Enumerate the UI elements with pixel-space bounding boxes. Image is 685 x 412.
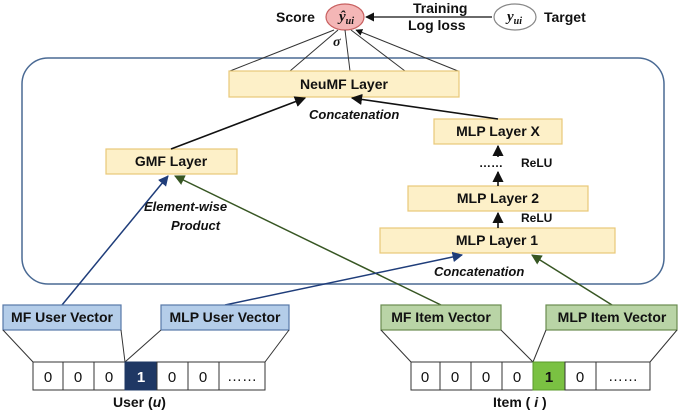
user-cell-4: 0 (168, 369, 176, 386)
user-cell-1: 0 (74, 369, 82, 386)
neumf-to-score-lines (229, 29, 459, 72)
embedding-connectors (2, 329, 678, 363)
item-cell-box-6 (595, 361, 651, 391)
mf-item-vector-label: MF Item Vector (391, 309, 491, 325)
item-cell-6: …… (608, 368, 638, 385)
item-cell-5: 0 (576, 369, 584, 386)
user-cell-5: 0 (199, 369, 207, 386)
target-label: Target (544, 9, 586, 25)
target-symbol: yui (505, 9, 522, 27)
mlpx-to-neumf-arrow (350, 93, 499, 120)
item-input-label: Item ( i ) (493, 394, 547, 410)
gmf-to-neumf-arrow (170, 96, 307, 150)
sigma-label: σ (333, 35, 341, 50)
item-cell-box-4 (532, 361, 566, 391)
user-cell-box-2 (93, 361, 126, 391)
mf-user-vector-box (2, 304, 122, 331)
item-cell-box-0 (410, 361, 441, 391)
user-input-row: 0 0 0 1 0 0 …… (32, 361, 266, 391)
relu-top-label: ReLU (521, 156, 552, 170)
neumf-layer-box (228, 70, 460, 98)
item-cell-1: 0 (451, 369, 459, 386)
user-cell-3: 1 (137, 369, 145, 386)
mlp-layer-2-box (407, 185, 589, 212)
mlp-item-vector-label: MLP Item Vector (558, 309, 667, 325)
user-cell-box-5 (187, 361, 220, 391)
relu-bottom-label: ReLU (521, 211, 552, 225)
user-cell-2: 0 (105, 369, 113, 386)
elementwise-label: Element-wise (144, 199, 227, 214)
target-node (493, 3, 537, 31)
score-symbol: ŷui (337, 9, 354, 27)
mlp-user-to-mlp1-arrow (224, 251, 464, 306)
logloss-label: Log loss (408, 17, 466, 33)
item-cell-box-1 (439, 361, 472, 391)
mf-user-to-gmf-arrow (61, 175, 169, 306)
user-cell-0: 0 (44, 369, 52, 386)
neumf-layer-label: NeuMF Layer (300, 76, 388, 92)
gmf-layer-box (105, 148, 238, 175)
item-cell-box-2 (470, 361, 503, 391)
mlp-user-vector-box (160, 304, 290, 331)
item-cell-0: 0 (421, 369, 429, 386)
score-label: Score (276, 9, 315, 25)
user-cell-box-4 (156, 361, 189, 391)
user-cell-box-6 (218, 361, 266, 391)
mlp-user-vector-label: MLP User Vector (169, 309, 281, 325)
training-label: Training (413, 0, 467, 16)
item-input-row: 0 0 0 0 1 0 …… (410, 361, 651, 391)
concatenation-top-label: Concatenation (309, 107, 399, 122)
item-cell-box-3 (501, 361, 534, 391)
mlp-layer-x-box (433, 118, 563, 145)
mf-user-vector-label: MF User Vector (11, 309, 113, 325)
item-cell-3: 0 (513, 369, 521, 386)
dots-label: …… (479, 156, 503, 170)
mlp-layer-x-label: MLP Layer X (456, 123, 540, 139)
user-input-label: User (u) (113, 394, 166, 410)
neumf-model-frame (21, 57, 665, 285)
mlp-item-vector-box (545, 304, 678, 331)
mlp-layer-2-label: MLP Layer 2 (457, 190, 539, 206)
mlp-layer-1-box (379, 227, 616, 254)
mlp-layer-1-label: MLP Layer 1 (456, 232, 538, 248)
user-cell-6: …… (227, 368, 257, 385)
concatenation-bottom-label: Concatenation (434, 264, 524, 279)
user-cell-box-1 (62, 361, 95, 391)
item-cell-2: 0 (482, 369, 490, 386)
mf-item-to-gmf-arrow (174, 175, 442, 306)
gmf-layer-label: GMF Layer (135, 153, 208, 169)
mlp-item-to-mlp1-arrow (531, 254, 613, 306)
product-label: Product (171, 218, 221, 233)
mf-item-vector-box (380, 304, 502, 331)
item-cell-box-5 (564, 361, 597, 391)
item-cell-4: 1 (545, 369, 553, 386)
